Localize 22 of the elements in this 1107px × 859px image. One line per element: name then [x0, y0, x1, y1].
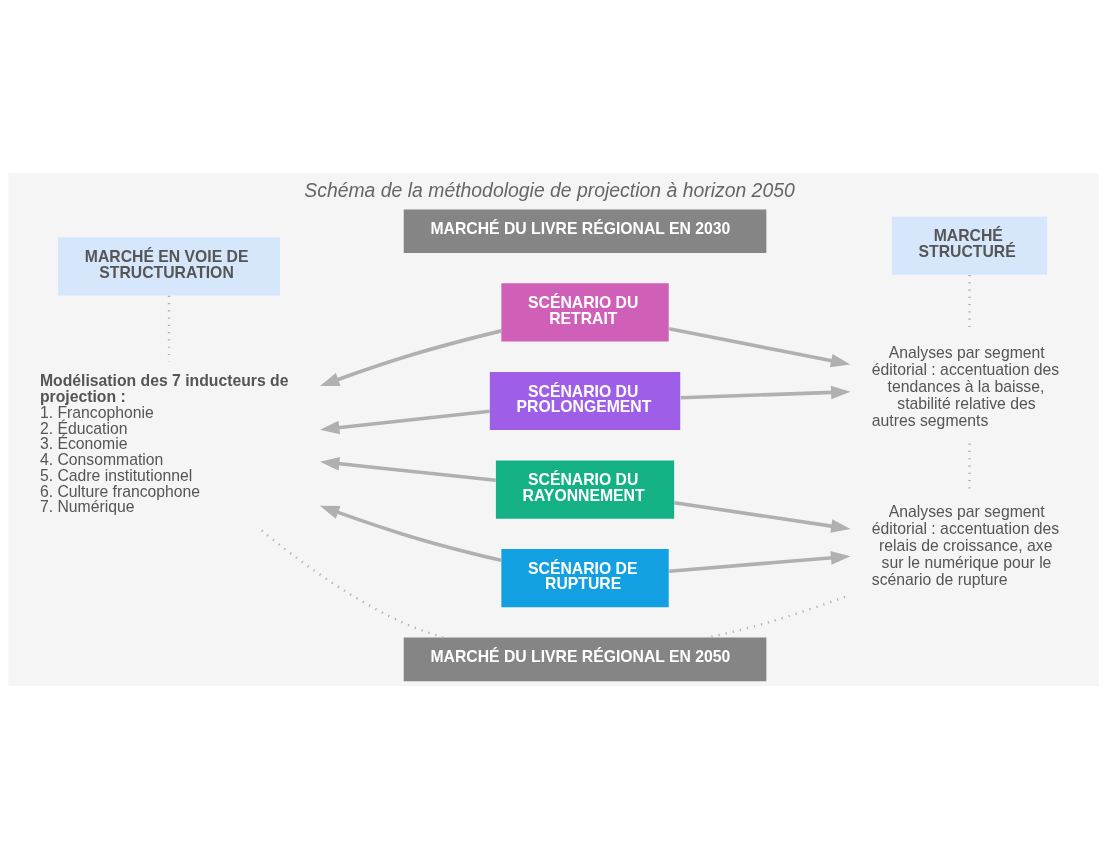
- node-box: SCÉNARIO DU RAYONNEMENT: [495, 460, 675, 519]
- arrow: [319, 456, 496, 483]
- node-text: Modélisation des 7 inducteurs de projection : 1. Francophonie 2. Éducation 3. Économie 4. Consommation 5. Cadre institutionnel 6. Culture francophone 7. Numérique: [39, 372, 289, 516]
- arrow: [319, 505, 502, 563]
- node-box: MARCHÉ EN VOIE DE STRUCTURATION: [58, 237, 280, 296]
- diagram-title: Schéma de la méthodologie de projection à horizon 2050: [304, 179, 795, 202]
- node-box: SCÉNARIO DU PROLONGEMENT: [489, 371, 681, 431]
- node-box: MARCHÉ DU LIVRE RÉGIONAL EN 2030: [403, 209, 767, 254]
- arrow: [319, 409, 490, 435]
- node-text: Analyses par segment éditorial : accentuation des tendances à la baisse, stabilité relative des autres segments: [871, 343, 1060, 429]
- arrow: [668, 327, 851, 368]
- node-box: MARCHÉ DU LIVRE RÉGIONAL EN 2050: [403, 637, 767, 682]
- connector: [708, 595, 846, 639]
- arrow: [680, 385, 851, 400]
- node-text: Analyses par segment éditorial : accentuation des relais de croissance, axe sur le numérique pour le scénario de rupture: [871, 502, 1060, 588]
- connector: [260, 529, 444, 639]
- arrow: [669, 551, 851, 574]
- node-box: MARCHÉ STRUCTURÉ: [891, 216, 1048, 275]
- arrow: [674, 500, 851, 533]
- arrow: [319, 329, 502, 387]
- node-box: SCÉNARIO DE RUPTURE: [501, 548, 669, 608]
- node-box: SCÉNARIO DU RETRAIT: [501, 283, 669, 342]
